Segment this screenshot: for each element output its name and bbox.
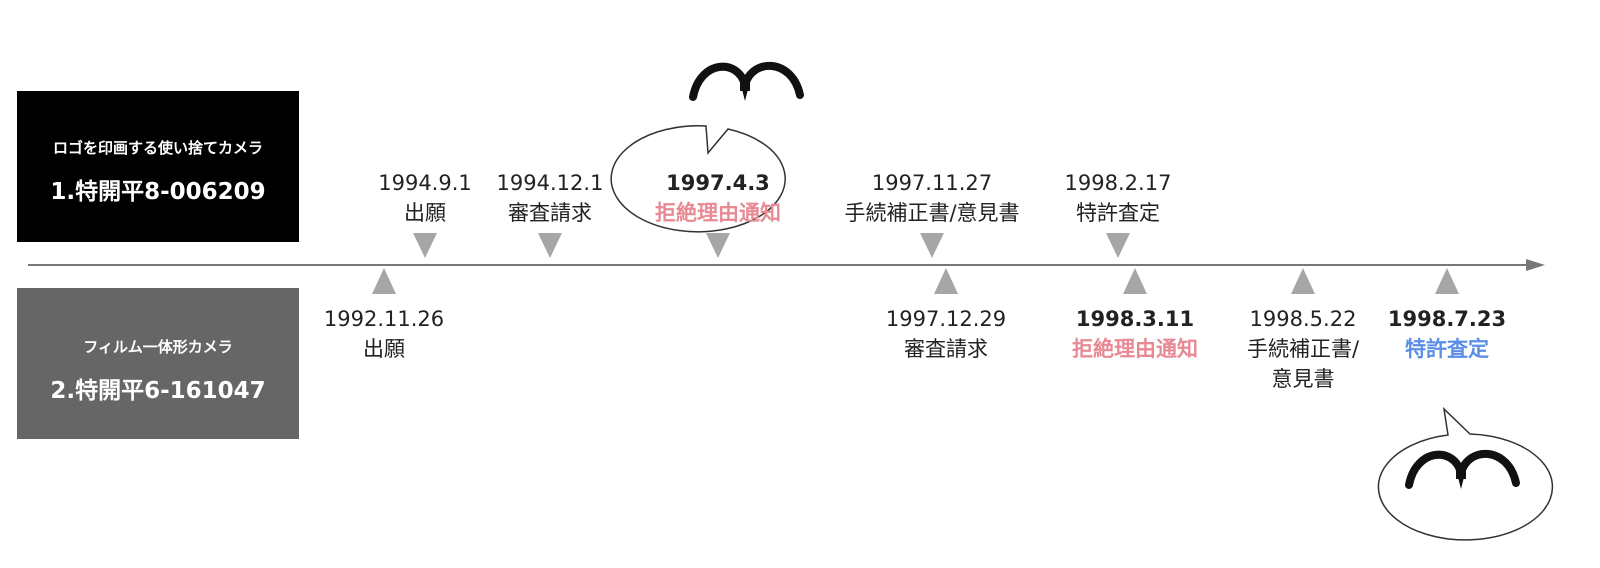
event-date: 1998.7.23 xyxy=(1387,307,1507,331)
top-event-marker xyxy=(413,233,437,258)
event-date: 1998.3.11 xyxy=(1075,307,1195,331)
speech-bubble-bottom xyxy=(1377,406,1554,541)
bottom-event-1: 1992.11.26 出願 xyxy=(324,304,444,364)
top-event-2: 1994.12.1 審査請求 xyxy=(497,168,604,228)
top-event-marker xyxy=(538,233,562,258)
top-event-marker xyxy=(706,233,730,258)
patent-2-box: フィルム一体形カメラ 2.特開平6-161047 xyxy=(17,288,299,439)
event-date: 1992.11.26 xyxy=(323,307,445,331)
event-label: 手続補正書/意見書 xyxy=(844,201,1020,225)
top-event-4: 1997.11.27 手続補正書/意見書 xyxy=(844,168,1019,228)
top-event-5: 1998.2.17 特許査定 xyxy=(1065,168,1172,228)
event-label: 出願 xyxy=(403,201,446,225)
event-date: 1997.11.27 xyxy=(871,171,993,195)
event-date: 1997.4.3 xyxy=(666,171,770,195)
bottom-event-5: 1998.7.23 特許査定 xyxy=(1388,304,1506,364)
top-event-marker xyxy=(920,233,944,258)
patent-2-number: 2.特開平6-161047 xyxy=(50,378,266,404)
event-label: 特許査定 xyxy=(1405,337,1489,361)
event-label: 審査請求 xyxy=(507,201,592,225)
patent-1-number: 1.特開平8-006209 xyxy=(50,179,266,205)
bottom-event-3: 1998.3.11 拒絶理由通知 xyxy=(1072,304,1198,364)
event-label: 出願 xyxy=(363,337,405,361)
bottom-event-marker xyxy=(1291,268,1315,294)
speech-bubble-top xyxy=(610,61,804,233)
event-label: 特許査定 xyxy=(1075,201,1160,225)
event-date: 1994.9.1 xyxy=(378,171,472,195)
top-event-marker xyxy=(1106,233,1130,258)
event-date: 1998.2.17 xyxy=(1064,171,1172,195)
patent-2-title: フィルム一体形カメラ xyxy=(83,338,233,356)
bottom-event-marker xyxy=(1123,268,1147,294)
event-label: 手続補正書/意見書 xyxy=(1246,337,1360,391)
patent-1-title: ロゴを印画する使い捨てカメラ xyxy=(52,139,263,157)
bottom-event-marker xyxy=(372,268,396,294)
event-label: 審査請求 xyxy=(904,337,988,361)
bottom-event-4: 1998.5.22 手続補正書/意見書 xyxy=(1247,304,1359,394)
top-event-1: 1994.9.1 出願 xyxy=(378,168,472,228)
event-date: 1997.12.29 xyxy=(885,307,1007,331)
top-event-3: 1997.4.3 拒絶理由通知 xyxy=(655,168,781,228)
event-label: 拒絶理由通知 xyxy=(655,201,781,225)
patent-1-box: ロゴを印画する使い捨てカメラ 1.特開平8-006209 xyxy=(17,91,299,242)
bottom-event-marker xyxy=(1435,268,1459,294)
event-date: 1994.12.1 xyxy=(496,171,604,195)
timeline-arrow-head xyxy=(1526,259,1545,271)
bottom-event-marker xyxy=(934,268,958,294)
bottom-event-2: 1997.12.29 審査請求 xyxy=(886,304,1006,364)
event-label: 拒絶理由通知 xyxy=(1072,337,1198,361)
event-date: 1998.5.22 xyxy=(1249,307,1357,331)
